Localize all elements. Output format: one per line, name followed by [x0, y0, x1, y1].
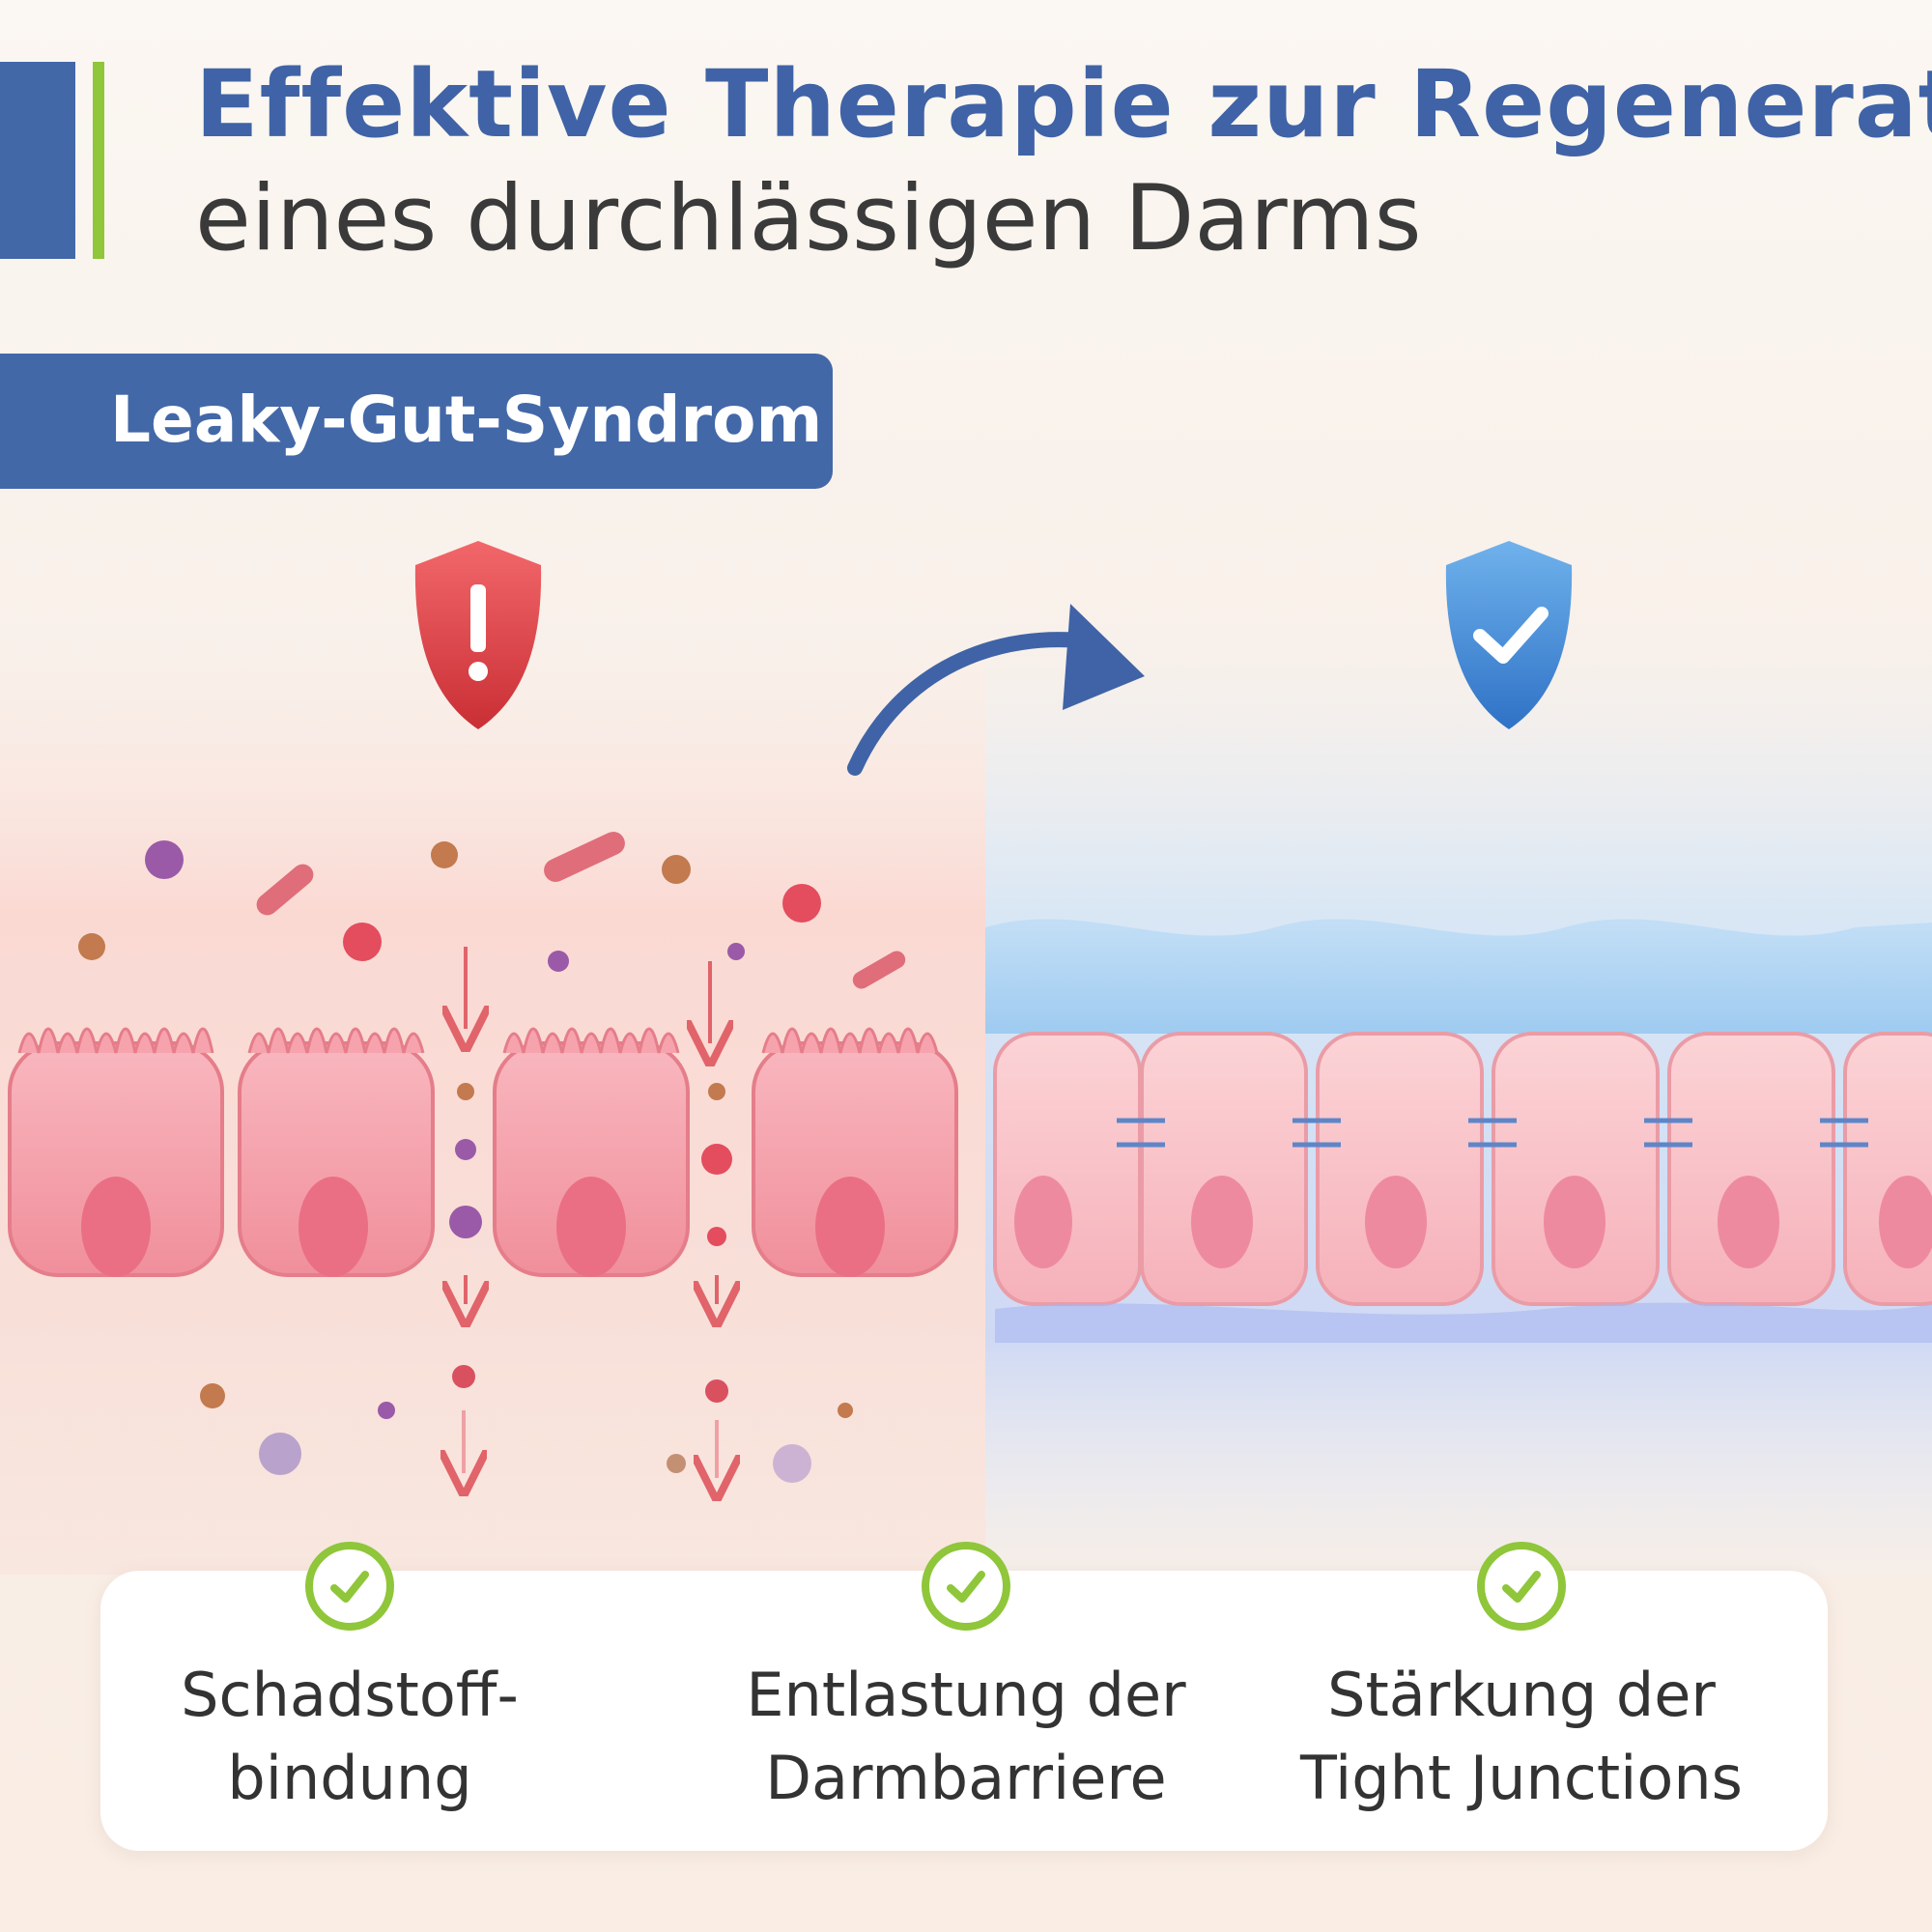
warning-shield-icon [414, 541, 542, 729]
curved-arrow-icon [847, 604, 1145, 776]
healthy-cell [993, 1032, 1142, 1306]
benefit-label: Schadstoff- bindung [181, 1660, 519, 1813]
header-accent-line [93, 62, 104, 259]
benefit-label: Entlastung der Darmbarriere [746, 1660, 1186, 1813]
benefit-item: Stärkung der Tight Junctions [1270, 1542, 1773, 1820]
healthy-cell [1843, 1032, 1932, 1306]
page-subtitle: eines durchlässigen Darms [195, 166, 1422, 271]
check-shield-icon [1445, 541, 1573, 729]
gut-barrier-illustration [0, 541, 1932, 1575]
page-title: Effektive Therapie zur Regeneration [195, 50, 1932, 158]
leaking-particles [78, 832, 906, 1483]
healthy-cell [1667, 1032, 1835, 1306]
healthy-cells [993, 1032, 1932, 1343]
benefit-label: Stärkung der Tight Junctions [1300, 1660, 1743, 1813]
benefit-item: Schadstoff- bindung [99, 1542, 601, 1820]
healthy-cell [1140, 1032, 1308, 1306]
condition-badge: Leaky-Gut-Syndrom [0, 354, 833, 489]
damaged-cell [8, 1027, 224, 1277]
damaged-cell [493, 1027, 690, 1277]
benefit-item: Entlastung der Darmbarriere [715, 1542, 1217, 1820]
damaged-cells [8, 1027, 958, 1277]
healthy-mucus-layer [985, 919, 1932, 1034]
check-icon [922, 1542, 1010, 1631]
check-icon [305, 1542, 394, 1631]
header-accent-bar [0, 62, 75, 259]
check-icon [1477, 1542, 1566, 1631]
healthy-cell [1492, 1032, 1660, 1306]
condition-badge-label: Leaky-Gut-Syndrom [110, 383, 823, 457]
damaged-cell [752, 1027, 958, 1277]
healthy-cell [1316, 1032, 1484, 1306]
damaged-cell [238, 1027, 435, 1277]
tight-junctions [1117, 1118, 1868, 1148]
